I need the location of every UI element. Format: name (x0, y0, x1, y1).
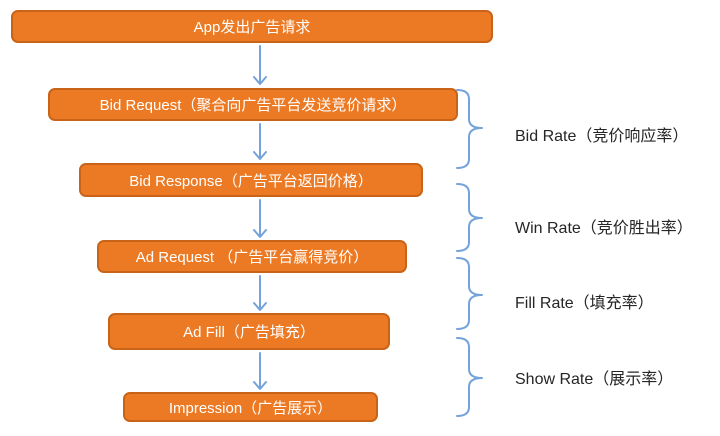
rate-label-win-rate: Win Rate（竞价胜出率） (515, 220, 693, 237)
flow-step-app-ad-request: App发出广告请求 (11, 10, 493, 43)
flow-step-bid-response: Bid Response（广告平台返回价格） (79, 163, 423, 197)
flow-step-impression: Impression（广告展示） (123, 392, 378, 422)
flow-step-ad-fill: Ad Fill（广告填充） (108, 313, 390, 350)
flow-arrow-1 (253, 45, 267, 85)
rate-label-bid-rate: Bid Rate（竞价响应率） (515, 128, 689, 145)
rate-label-show-rate: Show Rate（展示率） (515, 371, 674, 388)
flow-step-bid-request: Bid Request（聚合向广告平台发送竞价请求） (48, 88, 458, 121)
brace-win-rate (456, 183, 483, 252)
flow-arrow-4 (253, 275, 267, 311)
brace-show-rate (456, 337, 483, 417)
rate-label-fill-rate: Fill Rate（填充率） (515, 295, 654, 312)
flow-arrow-3 (253, 199, 267, 238)
brace-fill-rate (456, 257, 483, 330)
flow-arrow-2 (253, 123, 267, 160)
flow-step-ad-request: Ad Request （广告平台赢得竞价） (97, 240, 407, 273)
flow-arrow-5 (253, 352, 267, 390)
brace-bid-rate (456, 89, 483, 169)
